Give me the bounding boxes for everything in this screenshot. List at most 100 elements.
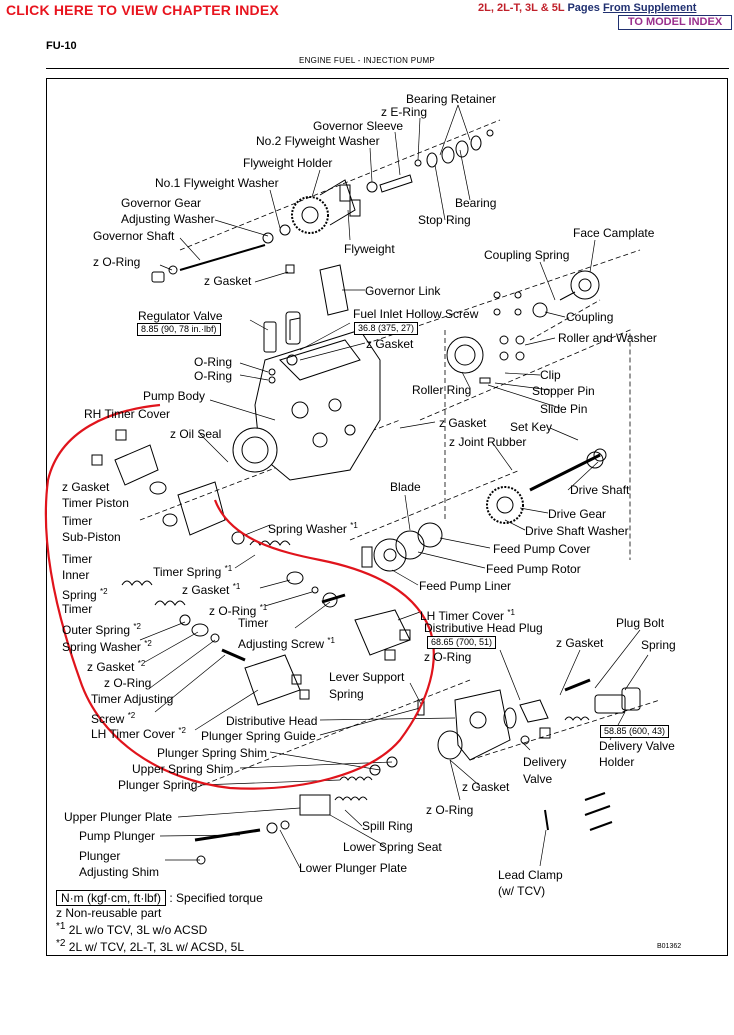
legend-note1: *1 2L w/o TCV, 3L w/o ACSD xyxy=(56,920,263,937)
label-governor-link: Governor Link xyxy=(365,284,441,298)
label-o-ring-top: z O-Ring xyxy=(93,255,141,269)
label-gasket-low: z Gasket *2 xyxy=(87,657,145,674)
mark: *2 xyxy=(100,587,108,596)
models-text: 2L, 2L-T, 3L & 5L xyxy=(478,2,565,14)
label-roller-washer: Roller and Washer xyxy=(558,331,657,345)
model-index-link[interactable]: TO MODEL INDEX xyxy=(618,15,732,30)
label-lever-support-spring: Spring xyxy=(329,687,364,701)
page-code: FU-10 xyxy=(46,40,77,52)
label-feed-pump-liner: Feed Pump Liner xyxy=(419,579,512,593)
mark: *1 xyxy=(259,603,268,612)
spring-washer-top-text: Spring Washer xyxy=(268,522,347,536)
torque-regulator: 8.85 (90, 78 in.·lbf) xyxy=(137,323,221,336)
red-annotation-loop xyxy=(44,403,435,790)
label-lead-clamp: Lead Clamp xyxy=(498,868,563,882)
label-oil-seal: z Oil Seal xyxy=(170,427,222,441)
legend-note1-mark: *1 xyxy=(56,921,66,932)
label-timer-piston: Timer Piston xyxy=(62,496,129,510)
label-governor-gear: Governor Gear xyxy=(121,196,202,210)
chapter-index-link[interactable]: CLICK HERE TO VIEW CHAPTER INDEX xyxy=(6,2,279,18)
mark: *1 xyxy=(507,608,515,617)
label-pump-body: Pump Body xyxy=(143,389,206,403)
o-ring-timer-text: z O-Ring xyxy=(209,604,257,618)
legend-note1-text: 2L w/o TCV, 3L w/o ACSD xyxy=(68,923,208,937)
supplement-link[interactable]: From Supplement xyxy=(602,2,697,14)
label-upper-spring-shim: Upper Spring Shim xyxy=(132,762,234,776)
label-blade: Blade xyxy=(390,480,421,494)
legend: N·m (kgf·cm, ft·lbf) : Specified torque … xyxy=(56,890,263,954)
label-screw-low: Screw *2 xyxy=(91,709,135,726)
label-drive-shaft-washer: Drive Shaft Washer xyxy=(525,524,629,538)
label-timer-adjusting-low: Timer Adjusting xyxy=(91,692,174,706)
torque-fuel-inlet: 36.8 (375, 27) xyxy=(354,322,419,335)
label-bearing: Bearing xyxy=(455,196,497,210)
legend-unit-box: N·m (kgf·cm, ft·lbf) xyxy=(56,890,166,906)
label-flyweight: Flyweight xyxy=(344,242,395,256)
label-feed-pump-rotor: Feed Pump Rotor xyxy=(486,562,581,576)
label-plug-bolt: Plug Bolt xyxy=(616,616,665,630)
lh-timer-cover-low-text: LH Timer Cover xyxy=(91,727,176,741)
label-timer-sub: Timer xyxy=(62,514,93,528)
pump-body-drawing xyxy=(232,317,381,481)
label-o-ring-a: O-Ring xyxy=(194,355,233,369)
label-delivery-valve-holder-2: Holder xyxy=(599,755,635,769)
label-fuel-inlet-screw: Fuel Inlet Hollow Screw xyxy=(353,307,479,321)
torque-dist-plug: 68.65 (700, 51) xyxy=(427,636,497,649)
legend-note2: *2 2L w/ TCV, 2L-T, 3L w/ ACSD, 5L xyxy=(56,937,263,954)
label-o-ring-low: z O-Ring xyxy=(104,676,152,690)
mark: *2 xyxy=(144,639,152,648)
gasket-timer-text: z Gasket xyxy=(182,583,230,597)
label-lh-timer-cover-low: LH Timer Cover *2 xyxy=(91,724,186,741)
label-plunger-spring-shim: Plunger Spring Shim xyxy=(157,746,268,760)
label-delivery-valve-holder: Delivery Valve xyxy=(599,739,675,753)
label-drive-shaft: Drive Shaft xyxy=(570,483,630,497)
label-gasket-bottom: z Gasket xyxy=(462,780,510,794)
label-plunger-spring: Plunger Spring xyxy=(118,778,198,792)
label-governor-shaft: Governor Shaft xyxy=(93,229,175,243)
label-timer-inner-2: Inner xyxy=(62,568,90,582)
label-lh-timer-cover-top: LH Timer Cover *1 xyxy=(420,606,515,623)
timer-inner-3-text: Spring xyxy=(62,588,97,602)
timer-outer-2-text: Outer Spring xyxy=(62,623,131,637)
label-spill-ring: Spill Ring xyxy=(362,819,413,833)
label-timer-adj-screw-1: Timer xyxy=(238,616,269,630)
mark: *1 xyxy=(224,564,233,573)
label-lead-clamp-2: (w/ TCV) xyxy=(498,884,546,898)
label-timer-outer-2: Outer Spring *2 xyxy=(62,620,141,637)
label-gasket-top: z Gasket xyxy=(204,274,252,288)
label-coupling-spring: Coupling Spring xyxy=(484,248,570,262)
legend-note2-text: 2L w/ TCV, 2L-T, 3L w/ ACSD, 5L xyxy=(68,940,244,954)
label-coupling: Coupling xyxy=(566,310,614,324)
label-o-ring-mid: z O-Ring xyxy=(424,650,472,664)
label-delivery-valve-2: Valve xyxy=(523,772,553,786)
label-set-key: Set Key xyxy=(510,420,553,434)
lh-timer-cover-top-text: LH Timer Cover xyxy=(420,609,505,623)
header-models: 2L, 2L-T, 3L & 5L Pages From Supplement xyxy=(478,2,696,14)
timer-adj-screw-2-text: Adjusting Screw xyxy=(238,637,325,651)
label-drive-gear: Drive Gear xyxy=(548,507,607,521)
label-spring-washer-low: Spring Washer *2 xyxy=(62,637,152,654)
label-timer-outer-1: Timer xyxy=(62,602,93,616)
label-rh-timer-cover: RH Timer Cover xyxy=(84,407,171,421)
label-lever-support: Lever Support xyxy=(329,670,405,684)
figure-code: B01362 xyxy=(657,943,682,950)
label-timer-inner-1: Timer xyxy=(62,552,93,566)
legend-note2-mark: *2 xyxy=(56,938,66,949)
label-slide-pin: Slide Pin xyxy=(540,402,588,416)
label-delivery-valve: Delivery xyxy=(523,755,567,769)
label-no2-flyweight-washer: No.2 Flyweight Washer xyxy=(256,134,380,148)
label-gasket-right: z Gasket xyxy=(556,636,604,650)
label-stop-ring: Stop Ring xyxy=(418,213,471,227)
label-joint-rubber: z Joint Rubber xyxy=(449,435,527,449)
pages-word: Pages xyxy=(567,2,600,14)
timer-spring-text: Timer Spring xyxy=(153,565,222,579)
label-dist-head: Distributive Head xyxy=(226,714,318,728)
label-regulator-valve: Regulator Valve xyxy=(138,309,223,323)
label-spring-washer-top: Spring Washer *1 xyxy=(268,519,358,536)
label-gasket-left: z Gasket xyxy=(62,480,110,494)
label-plunger-adj-shim: Adjusting Shim xyxy=(79,865,160,879)
section-title: ENGINE FUEL - INJECTION PUMP xyxy=(298,56,436,65)
label-gasket-fuel: z Gasket xyxy=(366,337,414,351)
legend-unit-desc: : Specified torque xyxy=(169,891,263,905)
